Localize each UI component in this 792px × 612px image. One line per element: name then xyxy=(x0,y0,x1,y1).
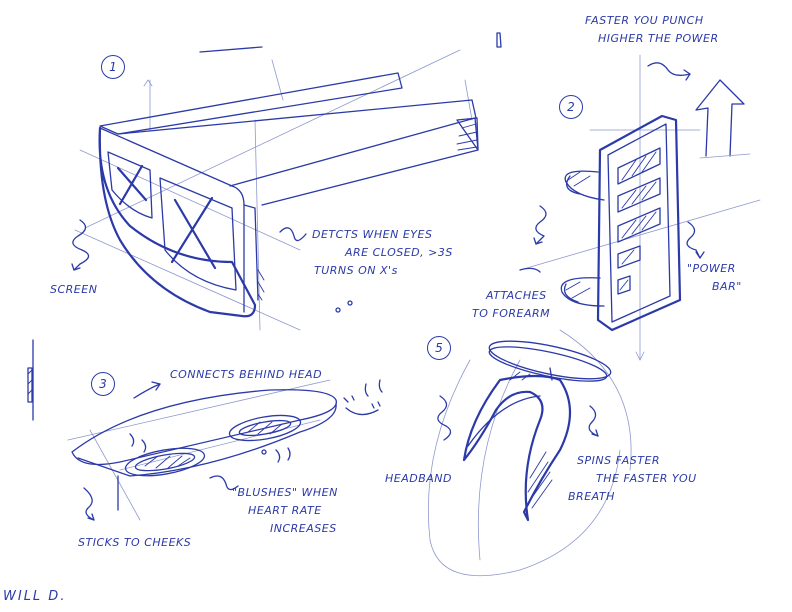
blushes-label-2: HEART RATE xyxy=(248,504,322,517)
up-arrow-icon xyxy=(695,79,751,159)
spins-label-1: SPINS FASTER xyxy=(577,454,661,467)
sketch-number-5: 5 xyxy=(427,336,451,360)
stray-mark xyxy=(199,46,263,53)
smiley-icon xyxy=(343,379,383,416)
sketch-number-1: 1 xyxy=(101,55,125,79)
detects-label-1: DETCTS WHEN EYES xyxy=(312,228,433,241)
screen-label: SCREEN xyxy=(50,283,98,296)
power-label-2: BAR" xyxy=(712,280,742,293)
power-label-1: "POWER xyxy=(687,262,736,275)
faster-punch-label: FASTER YOU PUNCH xyxy=(585,14,704,27)
sketch-number-3: 3 xyxy=(91,372,115,396)
stray-mark xyxy=(496,32,502,48)
spins-label-2: THE FASTER YOU xyxy=(596,472,697,485)
sticks-label: STICKS TO CHEEKS xyxy=(78,536,192,549)
blushes-label-3: INCREASES xyxy=(270,522,337,535)
spins-label-3: BREATH xyxy=(568,490,615,503)
signature: WILL D. xyxy=(3,589,67,604)
headband-sketch xyxy=(427,329,632,577)
power-bar-sketch xyxy=(519,54,761,361)
connects-label: CONNECTS BEHIND HEAD xyxy=(170,368,323,381)
detects-label-3: TURNS ON X's xyxy=(314,264,398,277)
blush-mask-sketch xyxy=(27,339,383,521)
sketch-number-2: 2 xyxy=(559,95,583,119)
blushes-label-1: "BLUSHES" WHEN xyxy=(232,486,338,499)
x-mark-icon xyxy=(116,164,217,270)
headband-label: HEADBAND xyxy=(385,472,452,485)
attaches-label-2: TO FOREARM xyxy=(472,307,551,320)
higher-power-label: HIGHER THE POWER xyxy=(598,32,719,45)
attaches-label-1: ATTACHES xyxy=(486,289,547,302)
glasses-sketch xyxy=(71,49,479,331)
detects-label-2: ARE CLOSED, >3S xyxy=(345,246,453,259)
